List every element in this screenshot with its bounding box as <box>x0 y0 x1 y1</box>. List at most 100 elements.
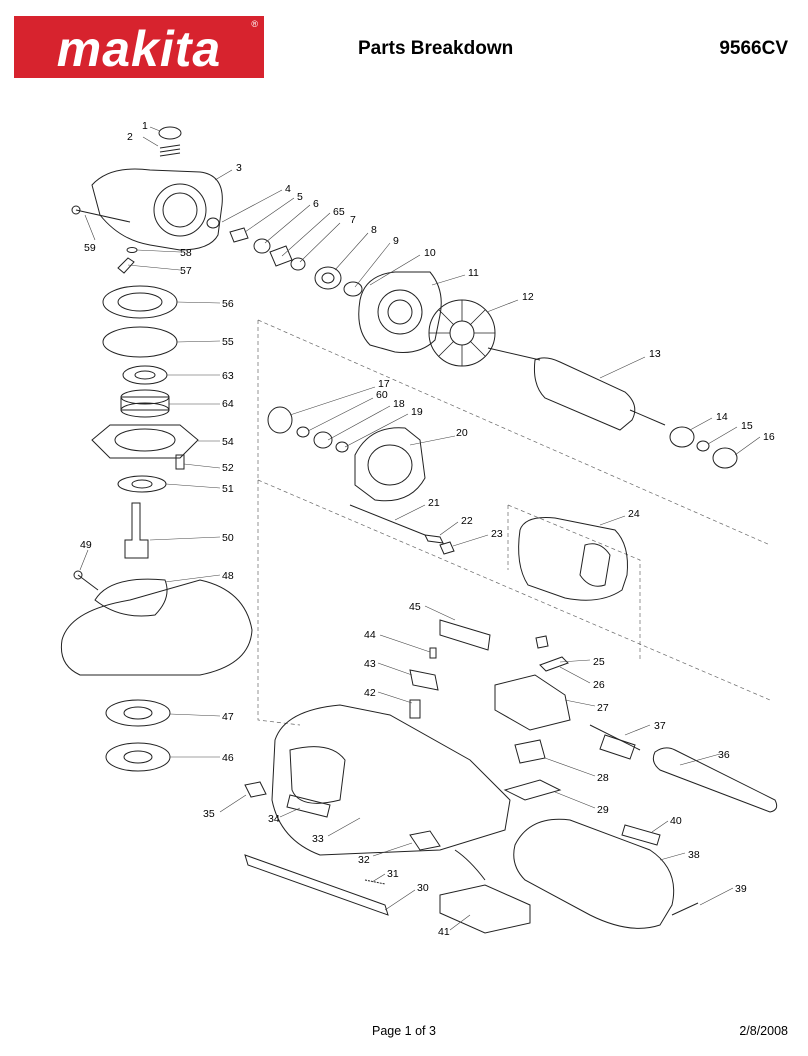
part-51-gear <box>117 475 167 493</box>
part-label: 18 <box>393 398 405 410</box>
part-19-ring <box>335 441 349 453</box>
part-23 <box>439 541 455 555</box>
part-label: 14 <box>716 411 728 423</box>
wheel-guard <box>60 579 253 676</box>
part-label: 6 <box>313 198 319 210</box>
part-label: 59 <box>84 242 96 254</box>
part-3-gear-housing <box>91 168 223 251</box>
part-label: 42 <box>364 687 376 699</box>
part-number-labels: 1 2 3 4 5 6 65 7 8 9 10 11 12 13 14 15 1… <box>80 120 775 938</box>
part-33-motor-housing <box>271 704 511 856</box>
part-label: 50 <box>222 532 234 544</box>
part-35-lock-button <box>244 781 267 798</box>
part-label: 12 <box>522 291 534 303</box>
part-label: 27 <box>597 702 609 714</box>
part-label: 63 <box>222 370 234 382</box>
part-label: 37 <box>654 720 666 732</box>
part-label: 22 <box>461 515 473 527</box>
part-label: 20 <box>456 427 468 439</box>
part-36-cord-guard <box>652 747 778 813</box>
part-11-bearing-box <box>358 271 442 353</box>
part-16-bearing <box>712 447 738 469</box>
part-label: 24 <box>628 508 640 520</box>
part-31-spring <box>364 879 386 885</box>
part-label: 54 <box>222 436 234 448</box>
part-label: 45 <box>409 601 421 613</box>
part-label: 38 <box>688 849 700 861</box>
part-60-ring <box>296 426 310 438</box>
part-label: 49 <box>80 539 92 551</box>
page-title: Parts Breakdown <box>358 38 514 59</box>
part-32-holder <box>409 830 441 851</box>
page-number: Page 1 of 3 <box>372 1024 436 1038</box>
part-label: 33 <box>312 833 324 845</box>
part-37-cord <box>589 724 641 751</box>
part-label: 32 <box>358 854 370 866</box>
part-26-clamp <box>539 656 569 672</box>
registered-mark: ® <box>251 19 258 29</box>
part-39-screw <box>671 902 699 916</box>
part-24-field <box>518 517 628 601</box>
part-label: 65 <box>333 206 345 218</box>
part-label: 8 <box>371 224 377 236</box>
part-18-bearing <box>313 431 333 449</box>
part-label: 57 <box>180 265 192 277</box>
part-label: 26 <box>593 679 605 691</box>
part-label: 4 <box>285 183 291 195</box>
part-label: 1 <box>142 120 148 132</box>
part-6-washer <box>253 238 271 254</box>
part-label: 48 <box>222 570 234 582</box>
part-41-switch-cover <box>439 884 531 934</box>
part-55-o-ring <box>102 326 178 358</box>
leader-lines <box>79 126 761 931</box>
part-42-carbon-brush <box>409 699 421 719</box>
part-label: 56 <box>222 298 234 310</box>
part-56-labyrinth-ring <box>102 285 178 319</box>
part-21-screw <box>349 504 426 536</box>
document-date: 2/8/2008 <box>739 1024 788 1038</box>
part-1-cap <box>158 126 182 140</box>
part-label: 16 <box>763 431 775 443</box>
part-46-lock-nut <box>105 742 171 772</box>
part-30-switch-lever <box>244 854 389 916</box>
part-57-pin <box>117 257 135 274</box>
part-63-seal <box>122 365 168 385</box>
part-label: 34 <box>268 813 280 825</box>
part-label: 10 <box>424 247 436 259</box>
part-label: 7 <box>350 214 356 226</box>
part-label: 35 <box>203 808 215 820</box>
part-label: 46 <box>222 752 234 764</box>
part-58-ring <box>126 247 138 253</box>
part-47-flange <box>105 699 171 727</box>
part-label: 47 <box>222 711 234 723</box>
part-label: 43 <box>364 658 376 670</box>
part-13-shaft <box>487 347 541 361</box>
part-label: 52 <box>222 462 234 474</box>
part-label: 39 <box>735 883 747 895</box>
part-5-nut <box>229 227 249 243</box>
part-48-band <box>94 578 168 617</box>
part-40-label <box>621 824 661 846</box>
part-label: 36 <box>718 749 730 761</box>
part-59-screw <box>75 209 131 223</box>
part-8-bearing <box>314 266 342 290</box>
part-29-plate <box>503 779 562 801</box>
part-28-switch <box>514 739 546 764</box>
part-label: 41 <box>438 926 450 938</box>
part-9-ring <box>343 281 363 297</box>
part-label: 17 <box>378 378 390 390</box>
part-25-screw <box>535 635 549 649</box>
part-label: 23 <box>491 528 503 540</box>
part-label: 21 <box>428 497 440 509</box>
part-22 <box>424 534 444 544</box>
part-43-brush-holder <box>409 669 439 691</box>
part-label: 19 <box>411 406 423 418</box>
part-14-bearing <box>669 426 695 448</box>
part-65-sleeve <box>269 245 293 267</box>
part-label: 13 <box>649 348 661 360</box>
part-label: 58 <box>180 247 192 259</box>
part-15-ring <box>696 440 710 452</box>
part-38-rear-cover <box>513 818 675 929</box>
part-label: 29 <box>597 804 609 816</box>
